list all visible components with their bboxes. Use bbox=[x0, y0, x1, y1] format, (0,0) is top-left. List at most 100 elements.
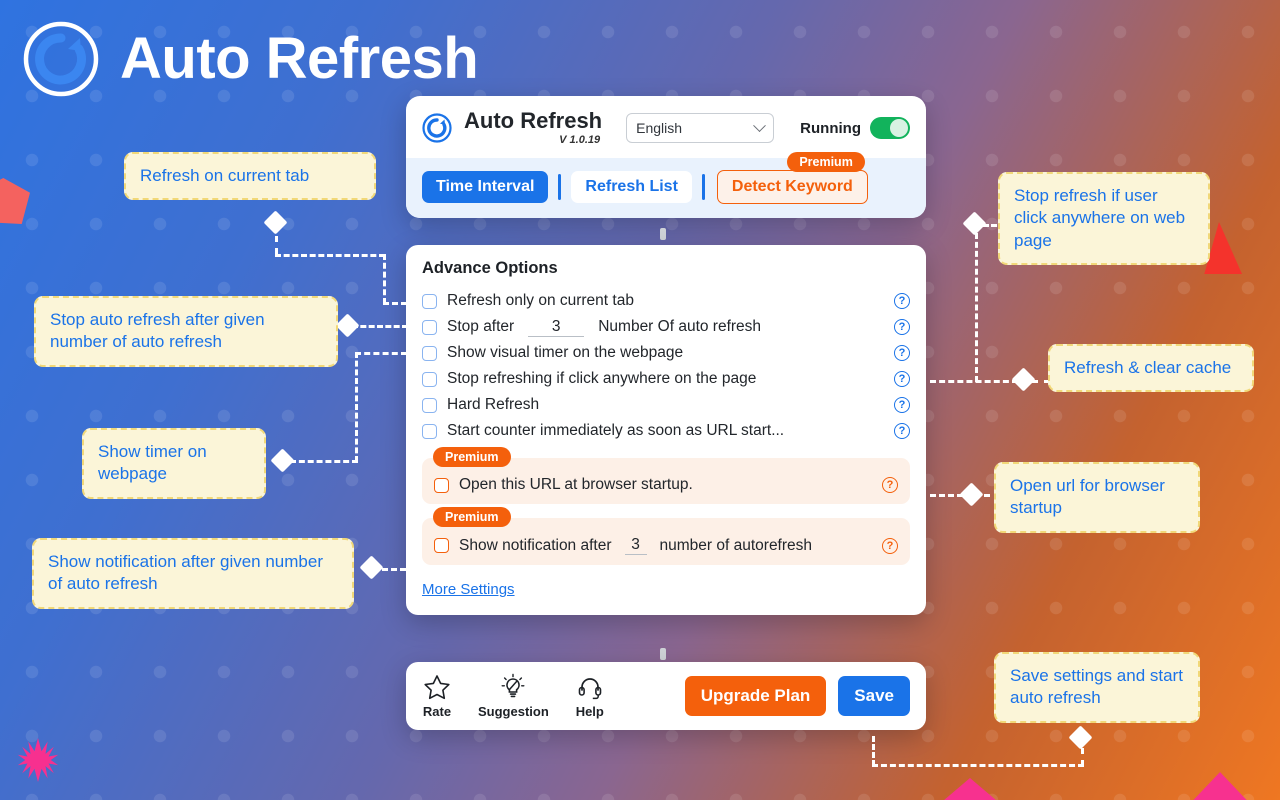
footer-action-label: Help bbox=[575, 704, 604, 719]
tab-time-interval[interactable]: Time Interval bbox=[422, 171, 549, 203]
page-header: Auto Refresh bbox=[22, 20, 479, 98]
checkbox-show-visual-timer[interactable] bbox=[422, 345, 437, 361]
help-icon[interactable]: ? bbox=[894, 397, 910, 413]
option-label: Refresh only on current tab bbox=[447, 292, 634, 309]
chevron-down-icon bbox=[753, 118, 766, 132]
advance-options-title: Advance Options bbox=[422, 259, 558, 277]
premium-row-show-notification[interactable]: Premium Show notification after 3 number… bbox=[422, 507, 910, 565]
extension-title: Auto Refresh bbox=[464, 108, 603, 133]
connector-line bbox=[1081, 748, 1084, 766]
connector-line bbox=[383, 254, 386, 304]
option-stop-on-click[interactable]: Stop refreshing if click anywhere on the… bbox=[422, 366, 910, 392]
checkbox-hard-refresh[interactable] bbox=[422, 397, 437, 413]
connector-line bbox=[383, 302, 407, 305]
stop-after-count-input[interactable]: 3 bbox=[528, 318, 585, 337]
checkbox-stop-after[interactable] bbox=[422, 319, 437, 335]
help-icon[interactable]: ? bbox=[894, 345, 910, 361]
callout-refresh-current-tab: Refresh on current tab bbox=[124, 152, 376, 201]
checkbox-show-notification[interactable] bbox=[434, 538, 449, 553]
upgrade-plan-button[interactable]: Upgrade Plan bbox=[684, 676, 827, 716]
option-label-after: Number Of auto refresh bbox=[598, 318, 762, 335]
callout-save-start: Save settings and start auto refresh bbox=[994, 652, 1200, 723]
option-show-visual-timer[interactable]: Show visual timer on the webpage ? bbox=[422, 340, 910, 366]
footer-action-group: Rate Suggestion bbox=[422, 673, 605, 719]
tab-separator-2 bbox=[701, 174, 705, 200]
option-hard-refresh[interactable]: Hard Refresh ? bbox=[422, 392, 910, 418]
decorative-pink-triangle-shape-2 bbox=[930, 778, 1010, 800]
extension-titlebar: Auto Refresh V 1.0.19 English Running bbox=[406, 96, 926, 158]
option-label-before: Stop after bbox=[447, 318, 515, 335]
checkbox-stop-on-click[interactable] bbox=[422, 371, 437, 387]
connector-diamond bbox=[359, 555, 384, 580]
tab-detect-keyword-wrapper: Premium Detect Keyword bbox=[716, 152, 868, 204]
connector-line bbox=[1032, 380, 1050, 383]
premium-row-inner: Show notification after 3 number of auto… bbox=[434, 536, 898, 555]
language-select[interactable]: English bbox=[626, 113, 775, 143]
running-toggle[interactable] bbox=[870, 117, 910, 139]
connector-diamond bbox=[263, 210, 288, 235]
option-label: Show visual timer on the webpage bbox=[447, 344, 684, 361]
footer-action-label: Rate bbox=[422, 704, 452, 719]
headset-icon bbox=[578, 678, 602, 700]
extension-brand-block: Auto Refresh V 1.0.19 bbox=[464, 108, 603, 147]
connector-line bbox=[975, 224, 997, 227]
connector-line bbox=[872, 736, 875, 766]
decorative-starburst-shape bbox=[17, 738, 59, 782]
extension-tabbar: Time Interval Refresh List Premium Detec… bbox=[406, 152, 926, 218]
connector-line bbox=[275, 236, 278, 254]
running-status: Running bbox=[800, 117, 910, 139]
help-icon[interactable]: ? bbox=[894, 423, 910, 439]
connector-line bbox=[352, 325, 408, 328]
connector-line bbox=[355, 352, 358, 462]
connector-line bbox=[872, 764, 1084, 767]
callout-show-notification: Show notification after given number of … bbox=[32, 538, 354, 609]
help-icon[interactable]: ? bbox=[894, 319, 910, 335]
callout-open-url-startup: Open url for browser startup bbox=[994, 462, 1200, 533]
connector-line bbox=[930, 380, 1018, 383]
more-settings-link[interactable]: More Settings bbox=[422, 581, 515, 598]
notification-count-input[interactable]: 3 bbox=[624, 536, 647, 555]
premium-badge: Premium bbox=[787, 152, 865, 173]
option-label: Open this URL at browser startup. bbox=[459, 476, 693, 493]
option-refresh-only-current-tab[interactable]: Refresh only on current tab ? bbox=[422, 288, 910, 314]
checkbox-refresh-only-current-tab[interactable] bbox=[422, 293, 437, 309]
help-icon[interactable]: ? bbox=[882, 477, 898, 493]
circular-refresh-icon bbox=[22, 20, 100, 98]
page-title: Auto Refresh bbox=[120, 26, 479, 91]
help-icon[interactable]: ? bbox=[894, 293, 910, 309]
star-icon bbox=[424, 675, 450, 700]
premium-row-open-url-startup[interactable]: Premium Open this URL at browser startup… bbox=[422, 447, 910, 504]
panel-drag-handle-bottom[interactable] bbox=[660, 648, 666, 660]
tab-refresh-list[interactable]: Refresh List bbox=[571, 171, 692, 203]
connector-diamond bbox=[1068, 725, 1093, 750]
language-select-value: English bbox=[636, 120, 683, 136]
connector-line bbox=[275, 254, 385, 257]
footer-action-suggestion[interactable]: Suggestion bbox=[478, 673, 549, 719]
decorative-pink-triangle-shape bbox=[1182, 772, 1258, 800]
callout-stop-after-count: Stop auto refresh after given number of … bbox=[34, 296, 338, 367]
premium-badge: Premium bbox=[433, 447, 511, 468]
footer-action-rate[interactable]: Rate bbox=[422, 673, 452, 719]
circular-refresh-icon-small bbox=[422, 113, 452, 143]
advance-options-panel: Advance Options Refresh only on current … bbox=[406, 245, 926, 615]
running-label: Running bbox=[800, 119, 861, 137]
footer-action-label: Suggestion bbox=[478, 704, 549, 719]
connector-line bbox=[355, 352, 407, 355]
option-start-counter-immediately[interactable]: Start counter immediately as soon as URL… bbox=[422, 418, 910, 444]
footer-action-help[interactable]: Help bbox=[575, 673, 605, 719]
premium-row-inner: Open this URL at browser startup. ? bbox=[434, 476, 898, 494]
option-stop-after[interactable]: Stop after 3 Number Of auto refresh ? bbox=[422, 314, 910, 340]
checkbox-open-url-startup[interactable] bbox=[434, 477, 449, 493]
help-icon[interactable]: ? bbox=[894, 371, 910, 387]
checkbox-start-counter-immediately[interactable] bbox=[422, 423, 437, 439]
save-button[interactable]: Save bbox=[838, 676, 910, 716]
help-icon[interactable]: ? bbox=[882, 537, 898, 554]
callout-show-timer: Show timer on webpage bbox=[82, 428, 266, 499]
tab-separator bbox=[558, 174, 562, 200]
connector-line bbox=[975, 224, 978, 382]
option-label: Stop refreshing if click anywhere on the… bbox=[447, 370, 757, 387]
option-label: Start counter immediately as soon as URL… bbox=[447, 422, 785, 439]
tab-detect-keyword[interactable]: Detect Keyword bbox=[716, 170, 868, 204]
extension-version: V 1.0.19 bbox=[559, 134, 601, 146]
panel-drag-handle-top[interactable] bbox=[660, 228, 666, 240]
